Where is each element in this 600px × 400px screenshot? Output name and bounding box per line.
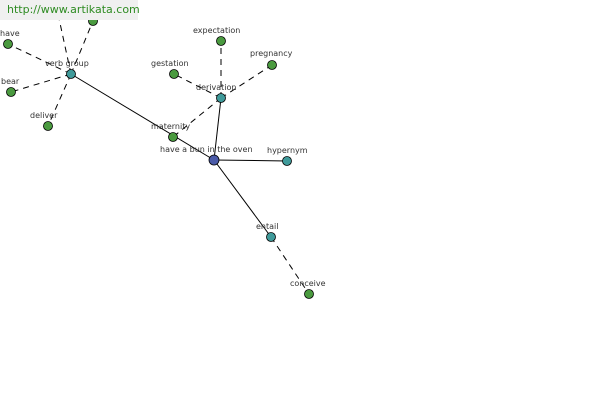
edge-derivation-gestation — [173, 73, 222, 99]
edge-verb-group-offscreen-top — [54, 0, 72, 75]
edges-layer — [7, 0, 310, 295]
node-conceive[interactable]: conceive — [290, 279, 326, 299]
node-verb-group[interactable]: verb group — [45, 59, 89, 79]
node-circle-derivation[interactable] — [216, 93, 226, 103]
node-deliver[interactable]: deliver — [30, 111, 58, 131]
node-derivation[interactable]: derivation — [196, 83, 236, 103]
node-pregnancy[interactable]: pregnancy — [250, 49, 293, 70]
node-circle-entail[interactable] — [266, 232, 276, 242]
nodes-layer: have a bun in the oven verb group derivati… — [0, 16, 326, 299]
node-circle-conceive[interactable] — [304, 289, 314, 299]
node-circle-deliver[interactable] — [43, 121, 53, 131]
node-circle-bear[interactable] — [6, 87, 16, 97]
node-label-gestation: gestation — [151, 59, 189, 68]
node-circle-root[interactable] — [208, 154, 220, 166]
node-label-deliver: deliver — [30, 111, 58, 120]
node-label-verb-group: verb group — [45, 59, 89, 68]
node-label-bear: bear — [1, 77, 20, 86]
node-circle-have[interactable] — [3, 39, 13, 49]
node-entail[interactable]: entail — [256, 222, 278, 242]
node-circle-verb-group[interactable] — [66, 69, 76, 79]
edge-root-derivation — [213, 97, 222, 161]
edge-root-hypernym — [213, 159, 288, 162]
node-label-entail: entail — [256, 222, 278, 231]
edge-root-entail — [213, 159, 272, 238]
watermark-url: http://www.artikata.com — [0, 0, 140, 20]
node-circle-hypernym[interactable] — [282, 156, 292, 166]
node-root[interactable]: have a bun in the oven — [160, 145, 253, 166]
edge-verb-group-deliver — [47, 73, 72, 127]
node-label-derivation: derivation — [196, 83, 236, 92]
edge-verb-group-have — [7, 43, 72, 75]
edge-derivation-pregnancy — [220, 64, 273, 99]
node-circle-maternity[interactable] — [168, 132, 178, 142]
node-have[interactable]: have — [0, 29, 20, 49]
node-hypernym[interactable]: hypernym — [267, 146, 308, 166]
edge-derivation-maternity — [172, 97, 222, 138]
node-circle-pregnancy[interactable] — [267, 60, 277, 70]
node-label-maternity: maternity — [151, 122, 190, 131]
node-circle-gestation[interactable] — [169, 69, 179, 79]
node-label-conceive: conceive — [290, 279, 326, 288]
node-expectation[interactable]: expectation — [193, 26, 240, 46]
node-label-have: have — [0, 29, 20, 38]
edge-entail-conceive — [270, 236, 310, 295]
edge-root-verb-group — [70, 73, 215, 161]
edge-verb-group-bear — [10, 73, 72, 93]
node-circle-expectation[interactable] — [216, 36, 226, 46]
node-label-root: have a bun in the oven — [160, 145, 253, 154]
node-maternity[interactable]: maternity — [151, 122, 190, 142]
node-label-hypernym: hypernym — [267, 146, 308, 155]
edge-verb-group-top-a — [70, 20, 94, 75]
node-bear[interactable]: bear — [1, 77, 20, 97]
node-label-expectation: expectation — [193, 26, 240, 35]
node-gestation[interactable]: gestation — [151, 59, 189, 79]
node-label-pregnancy: pregnancy — [250, 49, 293, 58]
